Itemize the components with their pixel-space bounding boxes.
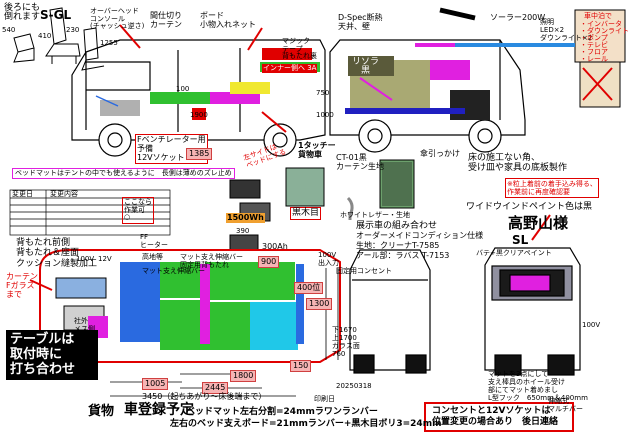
seatback-note: 背もたれ前側 背もたれ＆座面 クッション縫製加工 (16, 238, 98, 269)
bumper-note: バテ+黒クリアペイント (476, 249, 552, 257)
dim-750: 750 (316, 89, 330, 97)
legend-item: ・テレビ (580, 41, 608, 49)
work-ok-note: ここなら 作業可 ○ (122, 197, 154, 225)
dim-150: 150 (290, 360, 312, 372)
takadai-label: 高地等 (142, 253, 163, 261)
one-touch-label: 1タッチー 貨物車 (298, 141, 336, 159)
seat-model: S-GL (40, 8, 72, 22)
dim-1005: 1005 (142, 378, 169, 390)
mat-bar-label: マット支え伸縮バー (142, 267, 205, 275)
board-net: ボード 小物入れネット (200, 11, 256, 29)
dim-1385: 1385 (186, 148, 213, 160)
van-front-view (349, 249, 431, 374)
mat-bar-label-2: マット支え伸縮バー (180, 253, 243, 261)
dspec-insulation: D-Spec断熱 天井、壁 (338, 13, 383, 31)
rear-100v: 100V (582, 321, 601, 329)
white-leather: ホワイトレザー・生地 (340, 211, 410, 219)
customer-name: 高野山様 (508, 214, 569, 232)
dim-1300: 1300 (306, 298, 333, 310)
floor-12v: 12V (98, 255, 112, 263)
change-table (9, 189, 171, 236)
legend-item: ・ポンプ (580, 34, 608, 42)
seat-back-note: 後ろにも 倒れます (4, 3, 41, 22)
van-rear-view (484, 247, 581, 376)
dim-1255: 1255 (100, 39, 118, 47)
print-date-label: 印刷日 (314, 395, 335, 403)
outlet-label: 100V 出入力 (318, 251, 339, 267)
dim-410: 410 (38, 32, 52, 40)
fixed-back-label: 固定用背もたれ (180, 261, 229, 269)
dim-3450: 3450（起ちあがり〜床後端まで） (142, 392, 267, 401)
table-note: テーブルは 取付時に 打ち合わせ (10, 332, 76, 377)
legend-item: ・レール (580, 55, 608, 63)
dim-1800: 1800 (230, 370, 257, 382)
ct01-label: CT-01黒 カーテン生地 (336, 153, 384, 171)
van-side-view-right (329, 39, 526, 153)
change-date-header: 変更日 (12, 190, 33, 198)
dim-540: 540 (2, 26, 16, 34)
change-content-header: 変更内容 (50, 190, 78, 198)
dim-1000: 1000 (316, 111, 334, 119)
riloona-panel: リソラ 黒 (348, 56, 394, 76)
bed-split-note: ベッドマット左右分割=24mmラワンランバー (186, 407, 378, 417)
bed-mat-note: ベッドマットはテントの中でも使えるように 長側は薄めのズレ止め (12, 168, 235, 179)
magic-tape: マジック テープ 背もたれ裏 (282, 37, 317, 61)
dim-2445: 2445 (202, 382, 229, 394)
floor-plan (39, 249, 341, 363)
dim-390: 390 (236, 227, 250, 235)
partition-curtain: 間仕切り カーテン (150, 11, 182, 29)
curtain-left-note: カーテン Fガラス まで (6, 272, 38, 300)
rear-mat-note: マットを3点にして 支え棒具のホイール受け 部にてマット着めまし L型フック 6… (488, 370, 588, 403)
floor-100v: 100V (76, 255, 95, 263)
seat-sketch (13, 7, 105, 71)
dim-1900: 1900 (190, 111, 208, 119)
fixed-outlet-label: 固定用コンセント (336, 267, 392, 275)
cargo-label: 貨物 (88, 404, 115, 419)
lighting-label: 照明 LED×2 ダウンライト×2 (540, 18, 593, 43)
height-note: 下1670 上1700 ガラス面 760 (332, 326, 360, 359)
floor-note: 床の施工ない角、 受け皿や家具の底板製作 (468, 153, 568, 174)
legend-item: ・ダウンライト (580, 27, 629, 35)
customer-note: ※粒上着前の着手込み得る、 作業前に再度確認要 (505, 178, 599, 199)
ff-heater-label: FF ヒーター (140, 233, 168, 249)
legend-list: ・インバータ ・ダウンライト ・ポンプ ・テレビ ・フロア ・レール (580, 20, 629, 63)
bed-support-note: 左右のベッド支えボード=21mmランバー+黒木目ボリ3=24mm (170, 419, 442, 429)
dim-900: 900 (258, 256, 280, 268)
window-paint-note: ワイドウインドペイント色は黒 (466, 202, 593, 212)
model-name: SL (512, 233, 529, 247)
inverter-label: インナー側へ 3A (262, 64, 318, 73)
battery-label: 1500Wh (226, 213, 265, 223)
overhead-console: オーバーヘッド コンソール (チャッシュ逆さ) (90, 7, 145, 31)
outlet-notice: コンセントと12Vソケットは 位置変更の場合あり 後日連絡 (432, 406, 559, 427)
exhibit-heading: 展示車の組み合わせ (356, 221, 438, 231)
legend-item: ・フロア (580, 48, 608, 56)
date-label: 20250318 (336, 382, 372, 390)
dim-100: 100 (176, 85, 190, 93)
kuromoku-label: 黒木目 (290, 207, 322, 220)
exhibit-line1: オーダーメイドコンディション仕様 (356, 231, 484, 240)
legend-item: ・インバータ (580, 20, 622, 28)
riloona-label: リソラ 黒 (352, 57, 380, 76)
step-note: 伸縮式 マルチバー (548, 397, 583, 413)
outside-mark: 社外 メス側 (74, 317, 95, 333)
solar-label: ソーラー200W (490, 13, 546, 22)
dim-230: 230 (66, 26, 80, 34)
exhibit-line2: 生地：クリーナT-7585 (356, 241, 440, 250)
dim-400: 400位 (294, 282, 324, 294)
ac-label: 300Ah (262, 242, 288, 251)
registration-label: 車登録予定 (124, 402, 194, 418)
legend-title: 車中泊で (584, 12, 612, 20)
exhibit-line3: アール部：ラバス T-7153 (356, 251, 450, 260)
umbrella-label: 傘引っかけ (420, 149, 460, 158)
